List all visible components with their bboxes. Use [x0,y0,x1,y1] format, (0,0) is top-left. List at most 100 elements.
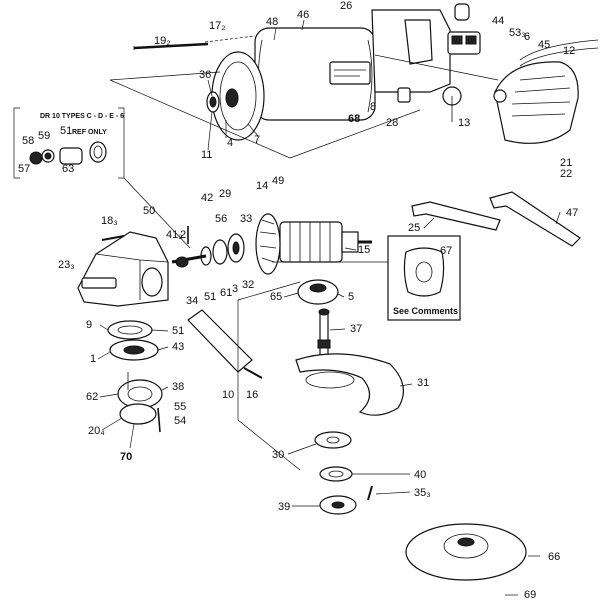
label-47: 47 [566,207,578,219]
see-comments-box [387,235,461,321]
label-41: 41₂ [166,229,183,241]
brush-holder-parts [397,86,462,122]
label-10: 10 [222,389,234,401]
label-29: 29 [219,188,231,200]
label-7: 7 [254,134,260,146]
spanners [411,191,581,247]
label-5: 5 [348,291,354,303]
armature [279,221,372,263]
label-1: 1 [90,353,96,365]
label-13: 13 [458,117,470,129]
power-cable [519,39,599,67]
label-51-inset: 51 [60,125,72,137]
inset-text: DR 10 TYPES C - D - E - 6 REF ONLY See C… [40,113,458,316]
part-labels: 26 17₂ 19₂ 48 46 44 53₃ 6 45 12 36 4 7 1… [18,0,578,600]
label-63: 63 [62,163,74,175]
label-6: 6 [524,31,530,43]
label-58: 58 [22,135,34,147]
label-2: 2 [180,229,186,241]
label-42: 42 [201,192,213,204]
label-46: 46 [297,9,309,21]
label-11: 11 [201,149,212,161]
ref-only-note: REF ONLY [72,129,107,136]
label-28: 28 [386,117,398,129]
label-19: 19₂ [154,35,171,47]
backing-pad-66 [405,523,527,581]
label-57: 57 [18,163,30,175]
label-53: 53₃ [509,27,526,39]
label-12: 12 [563,45,575,57]
flange-30 [314,431,352,449]
label-45: 45 [538,39,550,51]
label-56: 56 [215,213,227,225]
label-26: 26 [340,0,352,12]
screw-35 [367,485,373,501]
gear-case [77,231,169,307]
label-51-gear: 51 [172,325,184,337]
lower-gear-stack [107,320,163,433]
label-21: 21 [560,157,572,169]
label-69: 69 [524,589,536,600]
label-9: 9 [86,319,92,331]
label-61: 61 [220,287,232,299]
label-15: 15 [358,244,370,256]
long-screw-19 [133,42,209,50]
see-comments-label: See Comments [393,306,458,316]
label-49: 49 [272,175,284,187]
rear-cover [493,61,579,144]
inset-gear-parts [29,141,107,165]
label-4: 4 [227,137,233,149]
label-30: 30 [272,449,284,461]
label-31: 31 [417,377,429,389]
inset-bracket [13,107,191,249]
nut-39 [319,495,357,515]
label-43: 43 [172,341,184,353]
label-14: 14 [256,180,268,192]
gear-case-screws [101,226,189,244]
label-20: 20₄ [88,425,105,437]
label-70: 70 [120,451,132,463]
label-8: 8 [370,101,376,113]
label-54: 54 [174,415,186,427]
label-38: 38 [172,381,184,393]
label-51-shaft: 51 [204,291,216,303]
label-34: 34 [186,295,198,307]
label-32: 32 [242,279,254,291]
label-66: 66 [548,551,560,563]
label-25: 25 [408,222,420,234]
fan [255,213,281,275]
label-23: 23₃ [58,259,75,271]
types-note: DR 10 TYPES C - D - E - 6 [40,113,124,120]
label-44: 44 [492,15,504,27]
label-59: 59 [38,130,50,142]
assembly-guide-lines [109,35,499,159]
label-3: 3 [232,283,238,295]
label-22: 22 [560,168,572,180]
armature-bearing-front [206,91,220,113]
label-17: 17₂ [209,20,226,32]
side-handle [187,309,263,379]
label-37: 37 [350,323,362,335]
label-33: 33 [240,213,252,225]
label-68: 68 [348,113,360,125]
label-65: 65 [270,291,282,303]
label-55: 55 [174,401,186,413]
assembly-guide-lines-lower [237,261,388,471]
label-39: 39 [278,501,290,513]
armature-bearings [171,233,245,268]
spindle-assembly [297,279,339,367]
wheel-guard [295,353,405,416]
label-62: 62 [86,391,98,403]
label-40: 40 [414,469,426,481]
label-48: 48 [266,16,278,28]
label-67: 67 [440,245,452,257]
label-18: 18₃ [101,215,118,227]
motor-stator-ring [211,51,265,141]
label-35: 35₃ [414,487,431,499]
motor-housing [254,27,376,121]
leader-lines [97,19,561,596]
label-36: 36 [199,69,211,81]
handle-switch-housing [371,3,481,93]
